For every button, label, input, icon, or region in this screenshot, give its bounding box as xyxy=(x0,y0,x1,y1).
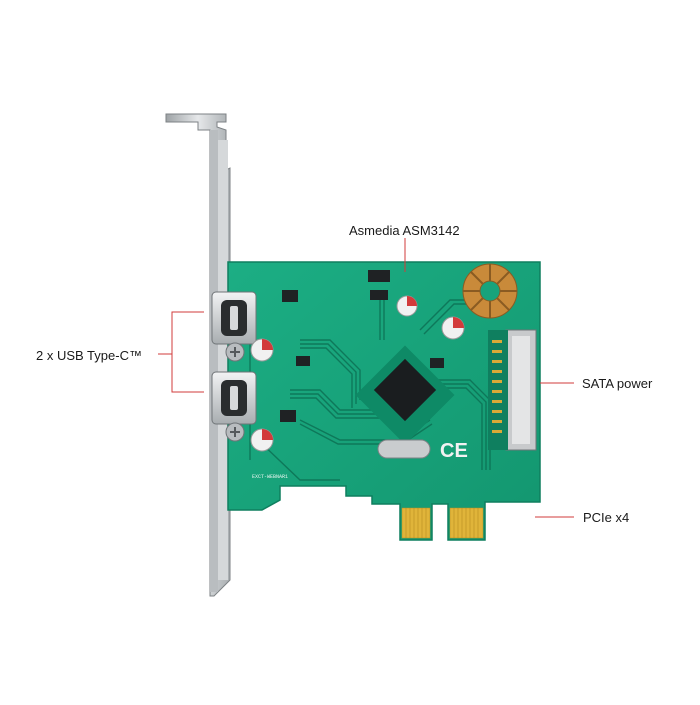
callout-lines xyxy=(158,238,574,518)
crystal-oscillator xyxy=(377,439,431,459)
capacitor-3 xyxy=(396,295,418,317)
pcie-gold-fingers xyxy=(401,507,484,539)
capacitor-2 xyxy=(250,428,274,452)
pcie-finger-lines xyxy=(405,508,479,538)
svg-text:CE: CE xyxy=(440,440,468,462)
metal-bracket xyxy=(165,113,231,597)
sata-label: SATA power xyxy=(582,376,653,391)
chip-label: Asmedia ASM3142 xyxy=(349,223,460,238)
callout-usb xyxy=(171,311,204,393)
sata-power-connector xyxy=(488,329,537,451)
screw-top xyxy=(225,342,245,362)
usb-c-port-bottom xyxy=(211,371,257,425)
capacitor-1 xyxy=(250,338,274,362)
ce-mark: CE xyxy=(440,440,468,462)
capacitor-4 xyxy=(441,316,465,340)
pcie-label: PCIe x4 xyxy=(583,510,630,525)
toroid-coil xyxy=(462,263,518,319)
small-chips xyxy=(280,270,444,422)
screw-bottom xyxy=(225,422,245,442)
usb-label: 2 x USB Type-C™ xyxy=(36,348,142,363)
usb-c-port-top xyxy=(211,291,257,345)
silkscreen-code: EXCT-WEBNAR1 xyxy=(252,474,288,480)
